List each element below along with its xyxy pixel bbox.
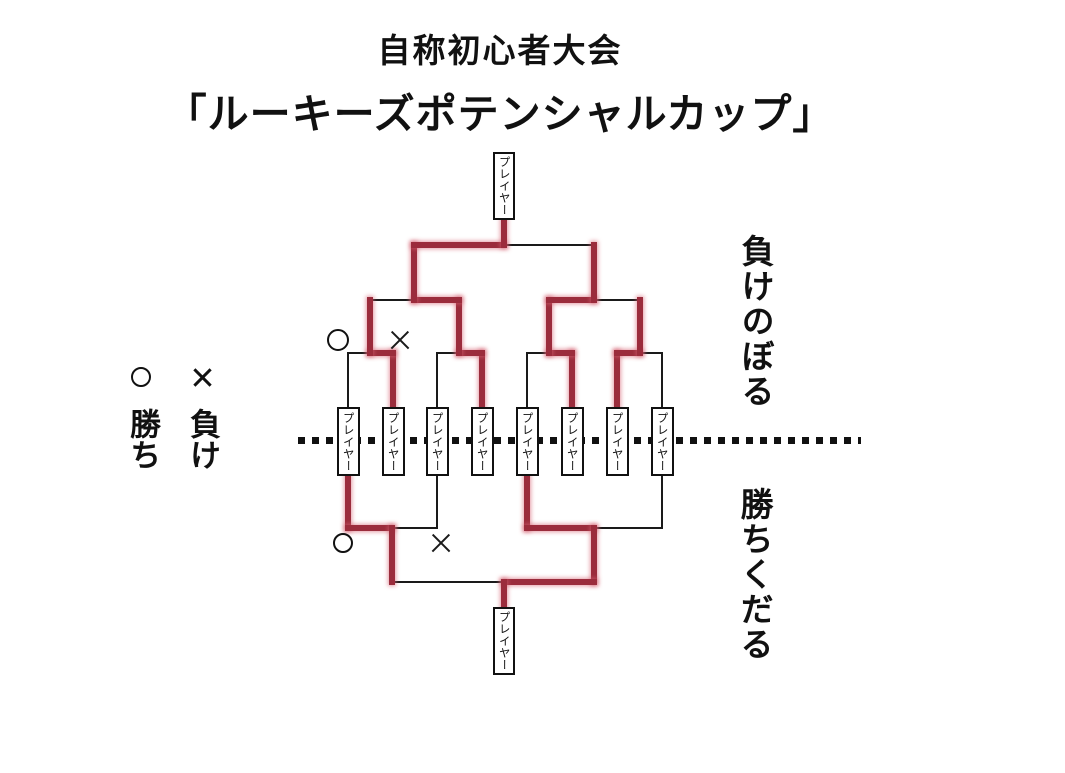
bracket-path-highlight — [546, 297, 552, 356]
winners-descend-label: 勝ちくだる — [735, 487, 774, 662]
win-mark-circle — [333, 533, 353, 553]
player-box: プレイヤー — [336, 407, 360, 476]
bracket-path-highlight — [390, 350, 396, 410]
lose-cross-icon — [192, 367, 212, 387]
bracket-path-highlight — [411, 242, 417, 303]
bracket-path-highlight — [456, 297, 462, 356]
bracket-path-highlight — [591, 525, 597, 585]
bracket-path-highlight — [501, 579, 507, 610]
bracket-path-highlight — [524, 525, 597, 531]
bracket-path-highlight — [614, 350, 643, 356]
bracket-line — [526, 352, 528, 408]
bracket-line — [347, 352, 349, 408]
lose-mark-cross — [430, 532, 452, 554]
player-box-label: プレイヤー — [565, 411, 580, 472]
player-box-label: プレイヤー — [497, 156, 512, 216]
bracket-path-highlight — [614, 350, 620, 410]
player-box-winners-bottom: プレイヤー — [493, 607, 515, 675]
bracket-path-highlight — [501, 217, 507, 248]
bracket-path-highlight — [501, 579, 597, 585]
bracket-path-highlight — [389, 525, 395, 585]
losers-climb-label: 負けのぼる — [736, 234, 775, 409]
player-box-label: プレイヤー — [610, 411, 625, 472]
bracket-line — [391, 581, 595, 583]
bracket-path-highlight — [591, 242, 597, 303]
bracket-path-highlight — [411, 297, 462, 303]
player-box-label: プレイヤー — [655, 411, 670, 472]
bracket-line — [661, 352, 663, 408]
legend-win-label: 勝ち — [124, 408, 160, 470]
player-box-label: プレイヤー — [475, 411, 490, 472]
bracket-path-highlight — [345, 473, 351, 531]
bracket-path-highlight — [524, 473, 530, 531]
player-box: プレイヤー — [650, 407, 674, 476]
bracket-line — [661, 475, 663, 529]
player-box: プレイヤー — [425, 407, 449, 476]
bracket-path-highlight — [345, 525, 395, 531]
player-box: プレイヤー — [381, 407, 405, 476]
bracket-path-highlight — [546, 297, 597, 303]
player-box: プレイヤー — [470, 407, 494, 476]
bracket-path-highlight — [411, 242, 507, 248]
bracket-path-highlight — [637, 297, 643, 356]
player-box-label: プレイヤー — [386, 411, 401, 472]
player-box: プレイヤー — [605, 407, 629, 476]
bracket-line — [436, 475, 438, 529]
player-box: プレイヤー — [515, 407, 539, 476]
lose-mark-cross — [389, 329, 411, 351]
bracket-path-highlight — [479, 350, 485, 410]
bracket-line — [436, 352, 438, 408]
bracket-path-highlight — [546, 350, 575, 356]
tournament-event-title: 自称初心者大会 — [377, 31, 623, 70]
legend-lose-label: 負け — [184, 408, 220, 470]
win-circle-icon — [131, 367, 151, 387]
player-box-label: プレイヤー — [520, 411, 535, 472]
tournament-cup-title: 「ルーキーズポテンシャルカップ」 — [165, 90, 835, 138]
player-box-label: プレイヤー — [341, 411, 356, 472]
player-box-label: プレイヤー — [497, 611, 512, 671]
bracket-path-highlight — [569, 350, 575, 410]
win-mark-circle — [327, 329, 349, 351]
bracket-path-highlight — [367, 297, 373, 356]
player-box-losers-top: プレイヤー — [493, 152, 515, 220]
player-box-label: プレイヤー — [430, 411, 445, 472]
bracket-path-highlight — [456, 350, 485, 356]
bracket-path-highlight — [367, 350, 396, 356]
player-box: プレイヤー — [560, 407, 584, 476]
